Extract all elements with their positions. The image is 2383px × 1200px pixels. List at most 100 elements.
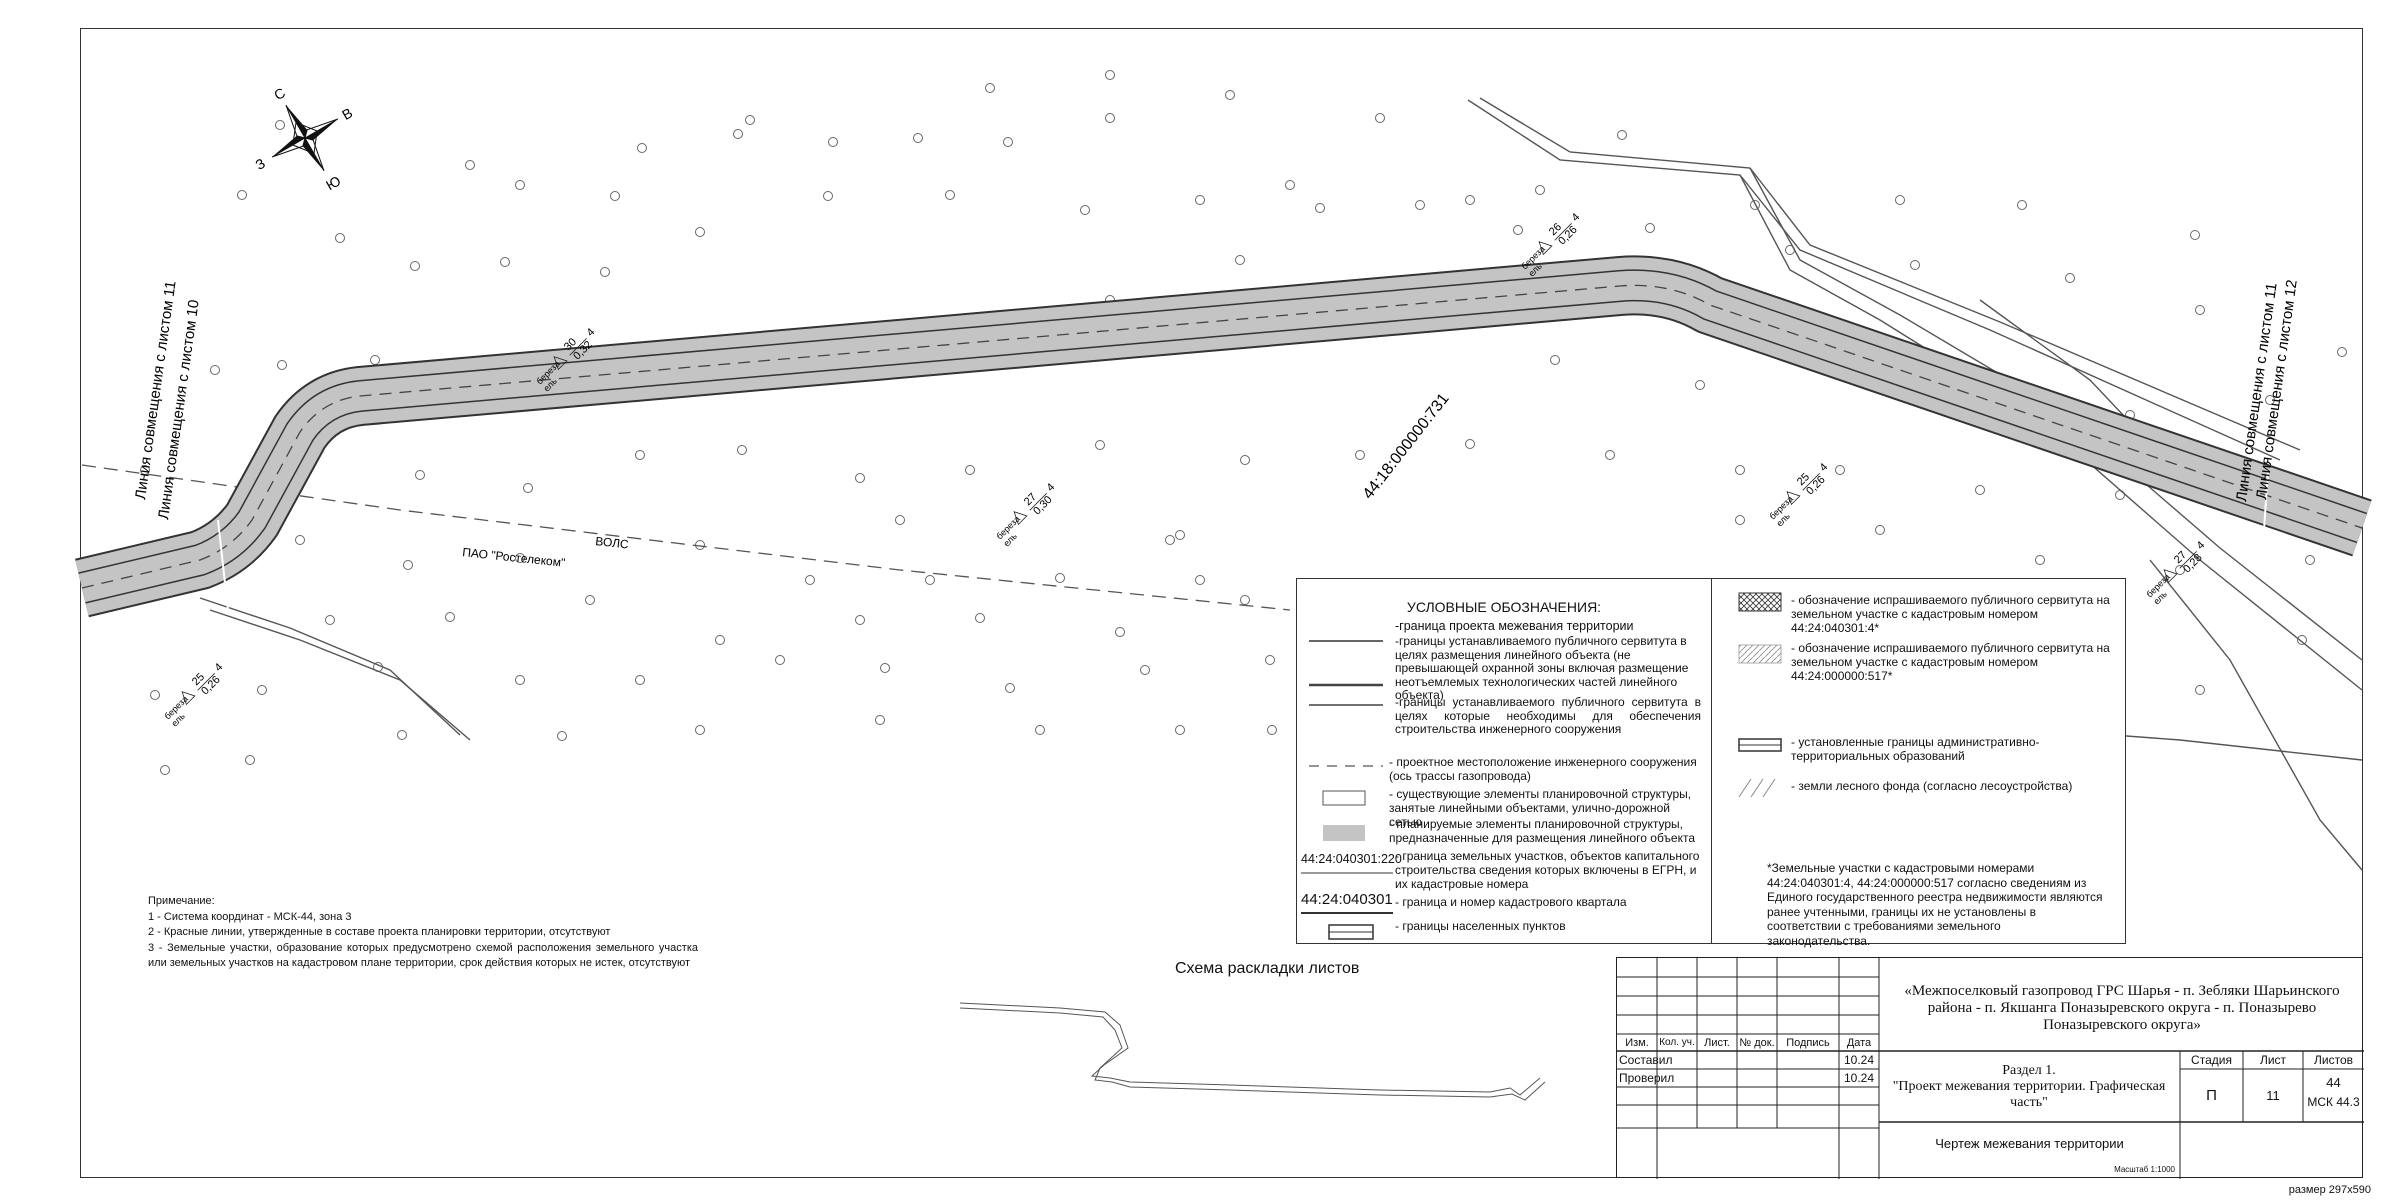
tb-checked-label: Проверил (1619, 1071, 1675, 1085)
tree-symbol (635, 675, 645, 685)
legend-item-quarter-boundary: - граница и номер кадастрового квартала (1395, 895, 1627, 909)
tree-symbol (733, 129, 743, 139)
stand-spacing: 4 (2195, 539, 2208, 552)
tree-symbol (1115, 627, 1125, 637)
tree-symbol (805, 575, 815, 585)
stand-spacing: 4 (585, 326, 598, 339)
tb-stage-header: Стадия (2191, 1053, 2232, 1067)
title-block-grid (1617, 958, 2364, 1179)
tree-symbol (1175, 530, 1185, 540)
tree-symbol (2337, 347, 2347, 357)
tree-symbol (1645, 223, 1655, 233)
tree-symbol (465, 160, 475, 170)
legend-item-existing-elements: - существующие элементы планировочной ст… (1389, 787, 1692, 829)
tree-symbol (2265, 395, 2275, 405)
tree-symbol (160, 765, 170, 775)
tree-species-icon (1786, 491, 1801, 506)
tb-col-list: Лист. (1704, 1036, 1730, 1049)
tree-symbol (610, 191, 620, 201)
paper-size-note: размер 297х590 (2288, 1184, 2371, 1196)
tree-species-icon (553, 356, 568, 371)
tb-sheet-value: 11 (2266, 1088, 2280, 1103)
tree-symbol (2297, 635, 2307, 645)
tb-col-izm: Изм. (1625, 1036, 1649, 1049)
tree-symbol (1285, 180, 1295, 190)
tree-species-icon (2163, 569, 2178, 584)
tree-symbol (1175, 725, 1185, 735)
tree-symbol (965, 465, 975, 475)
stand-spacing: 4 (1570, 211, 1583, 224)
tree-symbol (2017, 200, 2027, 210)
legend-item-parcel-boundary: - граница земельных участков, объектов к… (1395, 849, 1700, 891)
tree-symbol (557, 731, 567, 741)
legend-item-pipeline-axis: - проектное местоположение инженерного с… (1389, 755, 1697, 783)
tree-symbol (140, 465, 150, 475)
tree-symbol (2305, 555, 2315, 565)
notes-heading: Примечание: (148, 895, 215, 907)
north-arrow-icon: С В Ю З (253, 84, 356, 193)
tree-symbol (210, 365, 220, 375)
tree-symbol (823, 191, 833, 201)
cadastral-number-label: 44:18:000000:731 (1360, 390, 1453, 502)
tb-scale: Масштаб 1:1000 (2114, 1165, 2175, 1174)
tree-symbol (925, 575, 935, 585)
tree-symbol (1535, 185, 1545, 195)
tb-drawing-name: Чертеж межевания территории (1935, 1135, 2124, 1151)
tree-symbol (2175, 565, 2185, 575)
tree-species-icon (1538, 241, 1553, 256)
tree-symbol (715, 635, 725, 645)
tree-symbol (1550, 355, 1560, 365)
tree-symbol (1005, 683, 1015, 693)
tb-project-title: «Межпоселковый газопровод ГРС Шарья - п.… (1904, 982, 2340, 1033)
legend-item-settlement-boundary: - границы населенных пунктов (1395, 919, 1566, 933)
tree-symbol (445, 612, 455, 622)
tree-symbol (275, 120, 285, 130)
tb-col-date: Дата (1846, 1036, 1872, 1049)
tree-symbol (403, 560, 413, 570)
tree-symbol (1195, 195, 1205, 205)
tree-symbol (635, 450, 645, 460)
tree-symbol (335, 233, 345, 243)
tree-symbol (1513, 225, 1523, 235)
tb-stage-value: П (2206, 1087, 2217, 1104)
tree-symbol (637, 143, 647, 153)
tree-symbol (277, 360, 287, 370)
legend-sample-parcel: 44:24:040301:220 (1301, 852, 1402, 866)
tree-symbol (1355, 450, 1365, 460)
tree-symbol (1105, 113, 1115, 123)
tree-symbol (1235, 255, 1245, 265)
tree-symbol (1875, 525, 1885, 535)
compass-north: С (271, 84, 288, 103)
tree-symbol (737, 445, 747, 455)
tree-symbol (1735, 465, 1745, 475)
tree-symbol (1265, 655, 1275, 665)
tree-symbol (1375, 113, 1385, 123)
tree-species-icon (181, 691, 196, 706)
tree-symbol (1035, 725, 1045, 735)
tree-symbol (410, 261, 420, 271)
tree-symbol (2065, 273, 2075, 283)
cable-type-label: ВОЛС (595, 534, 630, 551)
legend-item-planned-elements: - планируемые элементы планировочной стр… (1389, 817, 1696, 845)
tree-symbol (1095, 440, 1105, 450)
tree-symbol (1080, 205, 1090, 215)
tree-symbol (500, 257, 510, 267)
tree-symbol (245, 755, 255, 765)
tb-composed-date: 10.24 (1843, 1053, 1875, 1067)
tree-symbol (945, 190, 955, 200)
tree-symbol (855, 615, 865, 625)
tree-symbol (1895, 195, 1905, 205)
tree-symbol (875, 715, 885, 725)
tb-col-sign: Подпись (1786, 1036, 1830, 1049)
tb-sheets-header: Листов (2314, 1053, 2353, 1067)
compass-east: В (339, 104, 355, 123)
tree-symbol (880, 663, 890, 673)
scheme-title: Схема раскладки листов (1175, 960, 1360, 977)
match-line-right (2261, 469, 2269, 561)
gas-pipeline-corridor (75, 255, 2372, 618)
tb-col-kol: Кол. уч. (1659, 1037, 1695, 1048)
